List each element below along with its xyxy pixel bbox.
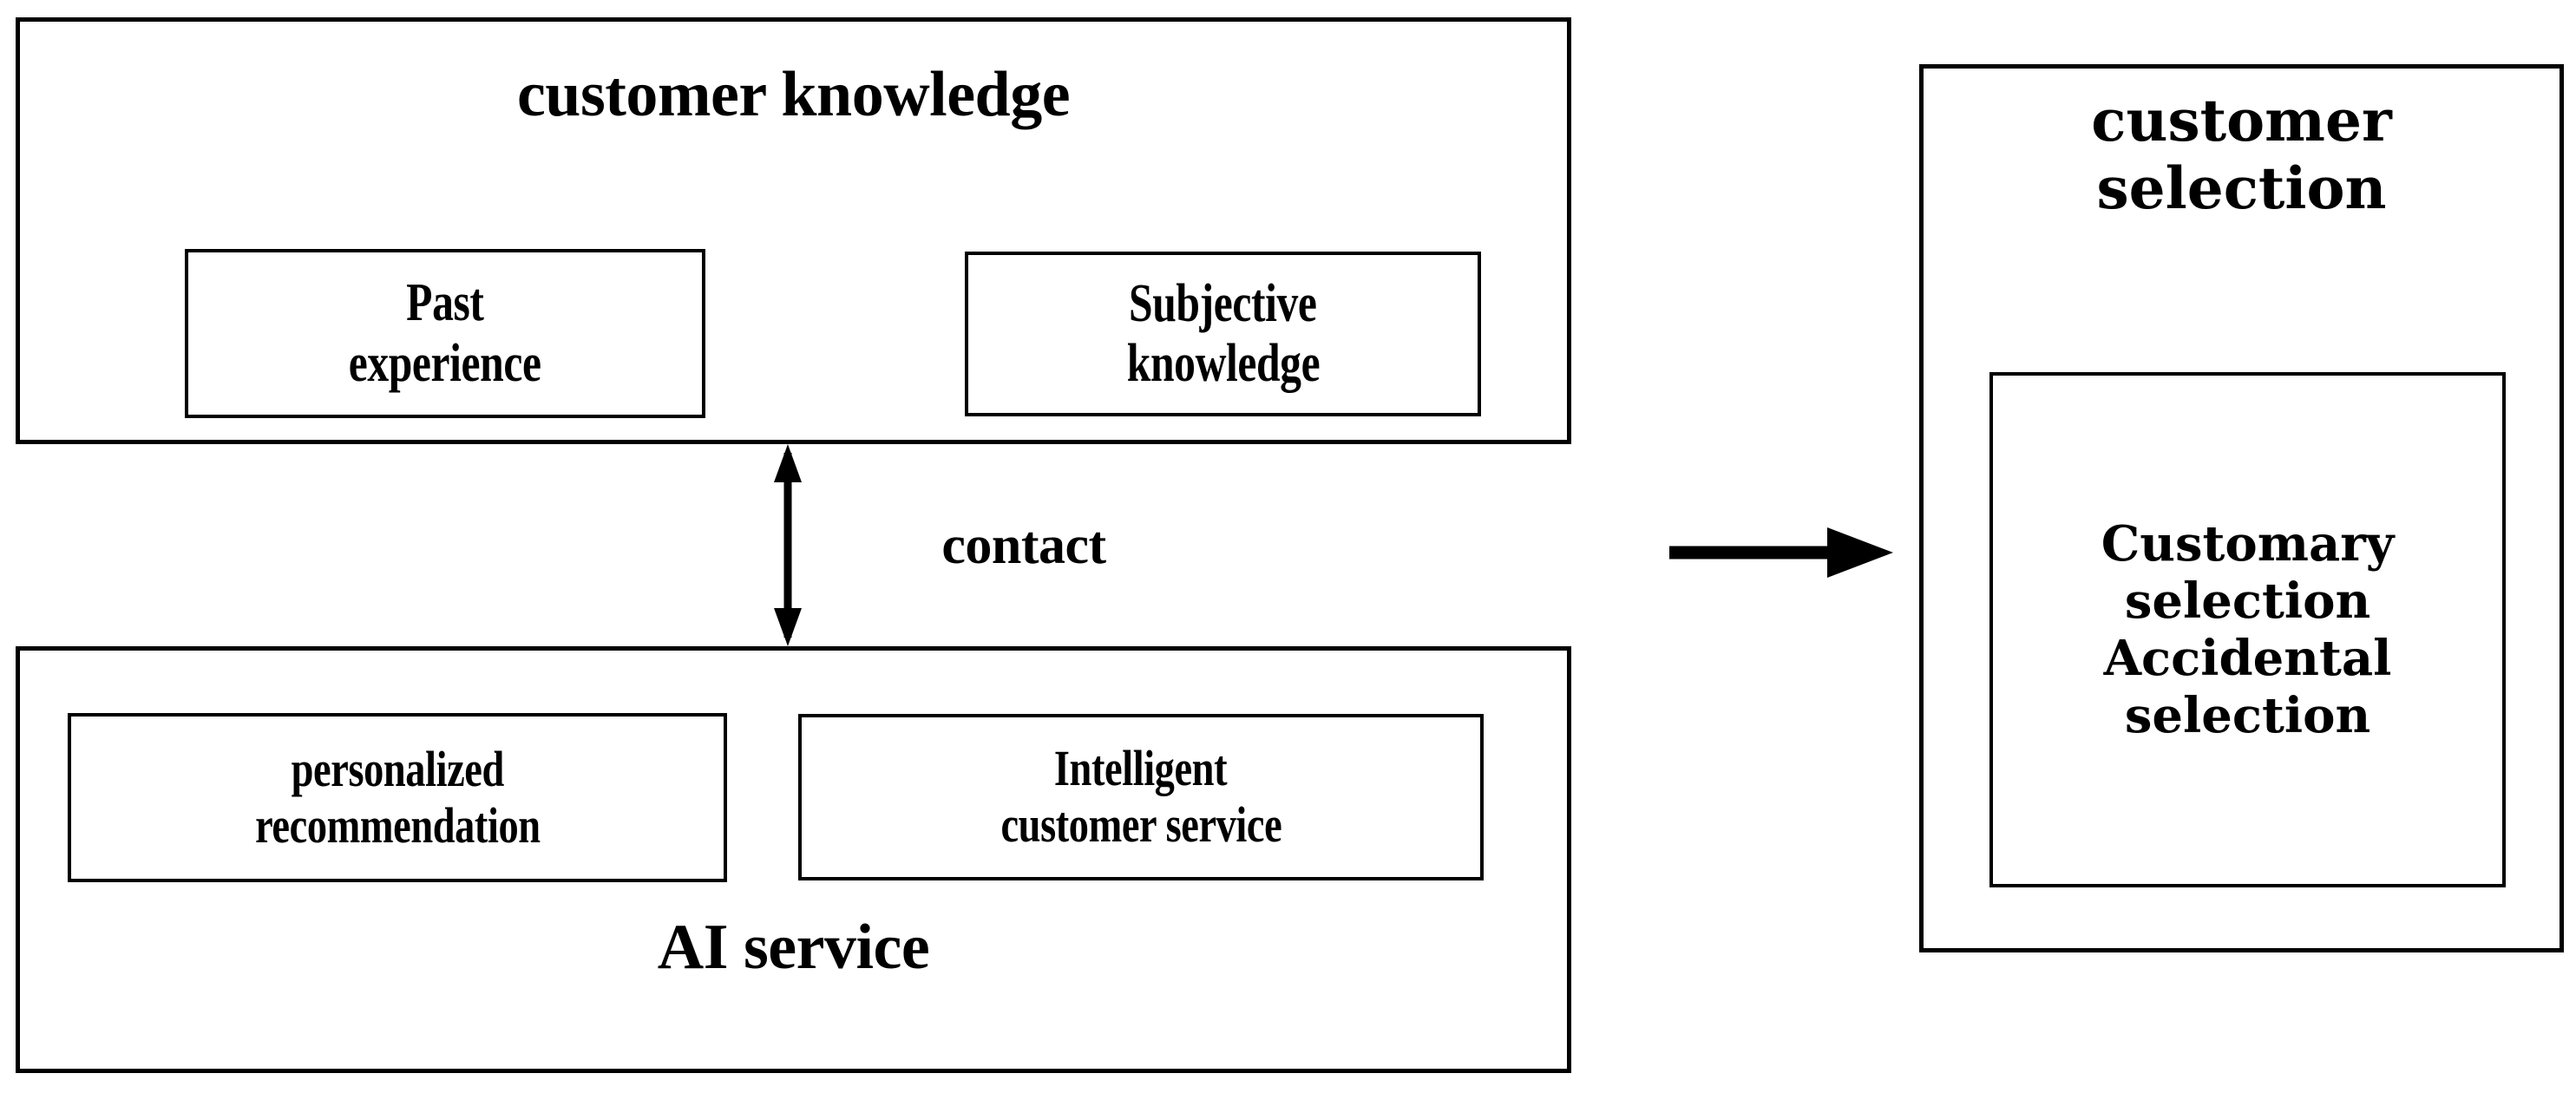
customer-selection-title-line-2: selection bbox=[2096, 154, 2387, 222]
intelligent-customer-service-line-1: Intelligent bbox=[1054, 740, 1228, 797]
past-experience-line-1: Past bbox=[406, 273, 484, 333]
personalized-recommendation-text: personalized recommendation bbox=[71, 740, 724, 854]
customer-selection-title: customer selection bbox=[1924, 87, 2560, 223]
contact-label: contact bbox=[868, 515, 1180, 577]
double-headed-vertical-arrow-icon bbox=[764, 444, 812, 646]
personalized-recommendation-line-2: recommendation bbox=[254, 796, 541, 854]
customer-knowledge-panel: customer knowledge Past experience Subje… bbox=[16, 17, 1571, 444]
selection-types-line-3: Accidental bbox=[2103, 630, 2392, 687]
intelligent-customer-service-text: Intelligent customer service bbox=[802, 740, 1480, 854]
personalized-recommendation-line-1: personalized bbox=[291, 740, 504, 797]
intelligent-customer-service-box: Intelligent customer service bbox=[798, 714, 1484, 880]
personalized-recommendation-box: personalized recommendation bbox=[68, 713, 727, 882]
customer-knowledge-title-text: customer knowledge bbox=[516, 59, 1071, 130]
past-experience-text: Past experience bbox=[188, 273, 702, 394]
ai-service-panel: personalized recommendation Intelligent … bbox=[16, 646, 1571, 1073]
contact-label-text: contact bbox=[941, 516, 1106, 575]
ai-service-title: AI service bbox=[20, 911, 1567, 985]
subjective-knowledge-text: Subjective knowledge bbox=[968, 274, 1478, 395]
selection-types-box: Customary selection Accidental selection bbox=[1989, 372, 2506, 887]
customer-selection-panel: customer selection Customary selection A… bbox=[1919, 64, 2564, 952]
past-experience-box: Past experience bbox=[185, 249, 705, 418]
selection-types-line-4: selection bbox=[2124, 687, 2371, 745]
selection-types-line-2: selection bbox=[2124, 572, 2371, 630]
past-experience-line-2: experience bbox=[349, 333, 541, 393]
right-arrow-icon bbox=[1666, 520, 1893, 585]
ai-service-title-text: AI service bbox=[657, 912, 930, 983]
subjective-knowledge-line-1: Subjective bbox=[1129, 273, 1317, 333]
subjective-knowledge-line-2: knowledge bbox=[1126, 334, 1320, 393]
customer-selection-title-line-1: customer bbox=[2091, 87, 2392, 154]
subjective-knowledge-box: Subjective knowledge bbox=[965, 252, 1481, 416]
selection-types-line-1: Customary bbox=[2101, 514, 2395, 573]
intelligent-customer-service-line-2: customer service bbox=[1000, 796, 1281, 853]
customer-knowledge-title: customer knowledge bbox=[20, 58, 1567, 132]
